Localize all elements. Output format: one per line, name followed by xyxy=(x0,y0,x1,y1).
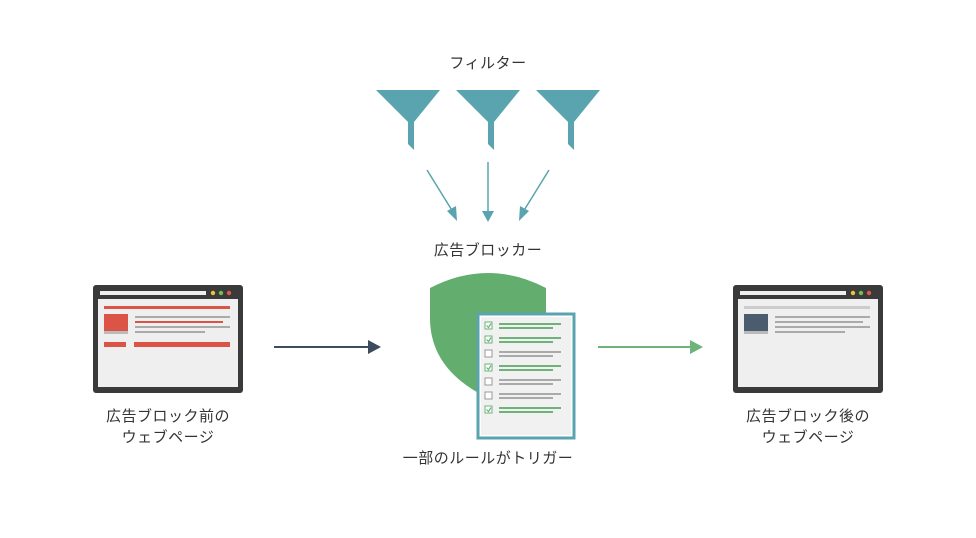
checklist-row xyxy=(484,335,561,344)
checklist-row xyxy=(484,363,561,372)
window-dot-green xyxy=(218,290,224,296)
rule-line xyxy=(499,323,561,325)
funnel-icon xyxy=(376,90,440,150)
rule-line xyxy=(499,365,561,367)
content-thumbnail xyxy=(744,314,768,331)
ad-blocker-label: 広告ブロッカー xyxy=(433,241,543,259)
rule-line xyxy=(499,337,561,339)
checkbox-empty-icon xyxy=(484,349,493,358)
filter-arrows xyxy=(426,162,550,222)
rule-line xyxy=(499,397,553,399)
arrow-before-to-blocker xyxy=(274,340,381,354)
ad-block xyxy=(134,342,230,347)
rule-line xyxy=(499,411,553,413)
checkbox-empty-icon xyxy=(484,391,493,400)
rule-line xyxy=(499,383,553,385)
after-webpage-label: 広告ブロック後の ウェブページ xyxy=(708,406,908,448)
rules-triggered-label: 一部のルールがトリガー xyxy=(402,449,574,467)
check-mark-icon xyxy=(486,407,492,413)
checkbox-empty-icon xyxy=(484,377,493,386)
funnel-icon xyxy=(536,90,600,150)
rule-line xyxy=(499,355,553,357)
checklist-row xyxy=(484,391,561,400)
filters-label: フィルター xyxy=(449,54,527,72)
browser-after xyxy=(733,285,883,393)
rule-line xyxy=(499,393,561,395)
checklist-row xyxy=(484,321,561,330)
ad-banner xyxy=(104,306,230,309)
checkbox-checked-icon xyxy=(484,363,493,372)
after-label-line1: 広告ブロック後の xyxy=(745,407,870,425)
checkbox-checked-icon xyxy=(484,335,493,344)
rule-line xyxy=(499,327,553,329)
checkbox-checked-icon xyxy=(484,405,493,414)
before-label-line1: 広告ブロック前の xyxy=(105,407,230,425)
window-dot-red xyxy=(866,290,872,296)
window-dot-yellow xyxy=(210,290,216,296)
check-mark-icon xyxy=(486,365,492,371)
rule-line xyxy=(499,369,553,371)
rule-line xyxy=(499,341,553,343)
checkbox-checked-icon xyxy=(484,321,493,330)
check-mark-icon xyxy=(486,337,492,343)
checklist-row xyxy=(484,349,561,358)
browser-before xyxy=(93,285,243,393)
arrow-blocker-to-after xyxy=(598,340,703,354)
checklist-row xyxy=(484,377,561,386)
funnel-icon xyxy=(456,90,520,150)
before-webpage-label: 広告ブロック前の ウェブページ xyxy=(68,406,268,448)
rule-line xyxy=(499,407,561,409)
checklist-icon xyxy=(476,312,576,440)
ad-block xyxy=(104,342,126,347)
window-dot-green xyxy=(858,290,864,296)
ad-thumbnail xyxy=(104,314,128,331)
window-dot-red xyxy=(226,290,232,296)
window-dot-yellow xyxy=(850,290,856,296)
before-label-line2: ウェブページ xyxy=(121,428,215,446)
check-mark-icon xyxy=(486,323,492,329)
rule-line xyxy=(499,351,561,353)
rule-line xyxy=(499,379,561,381)
checklist-row xyxy=(484,405,561,414)
after-label-line2: ウェブページ xyxy=(761,428,855,446)
